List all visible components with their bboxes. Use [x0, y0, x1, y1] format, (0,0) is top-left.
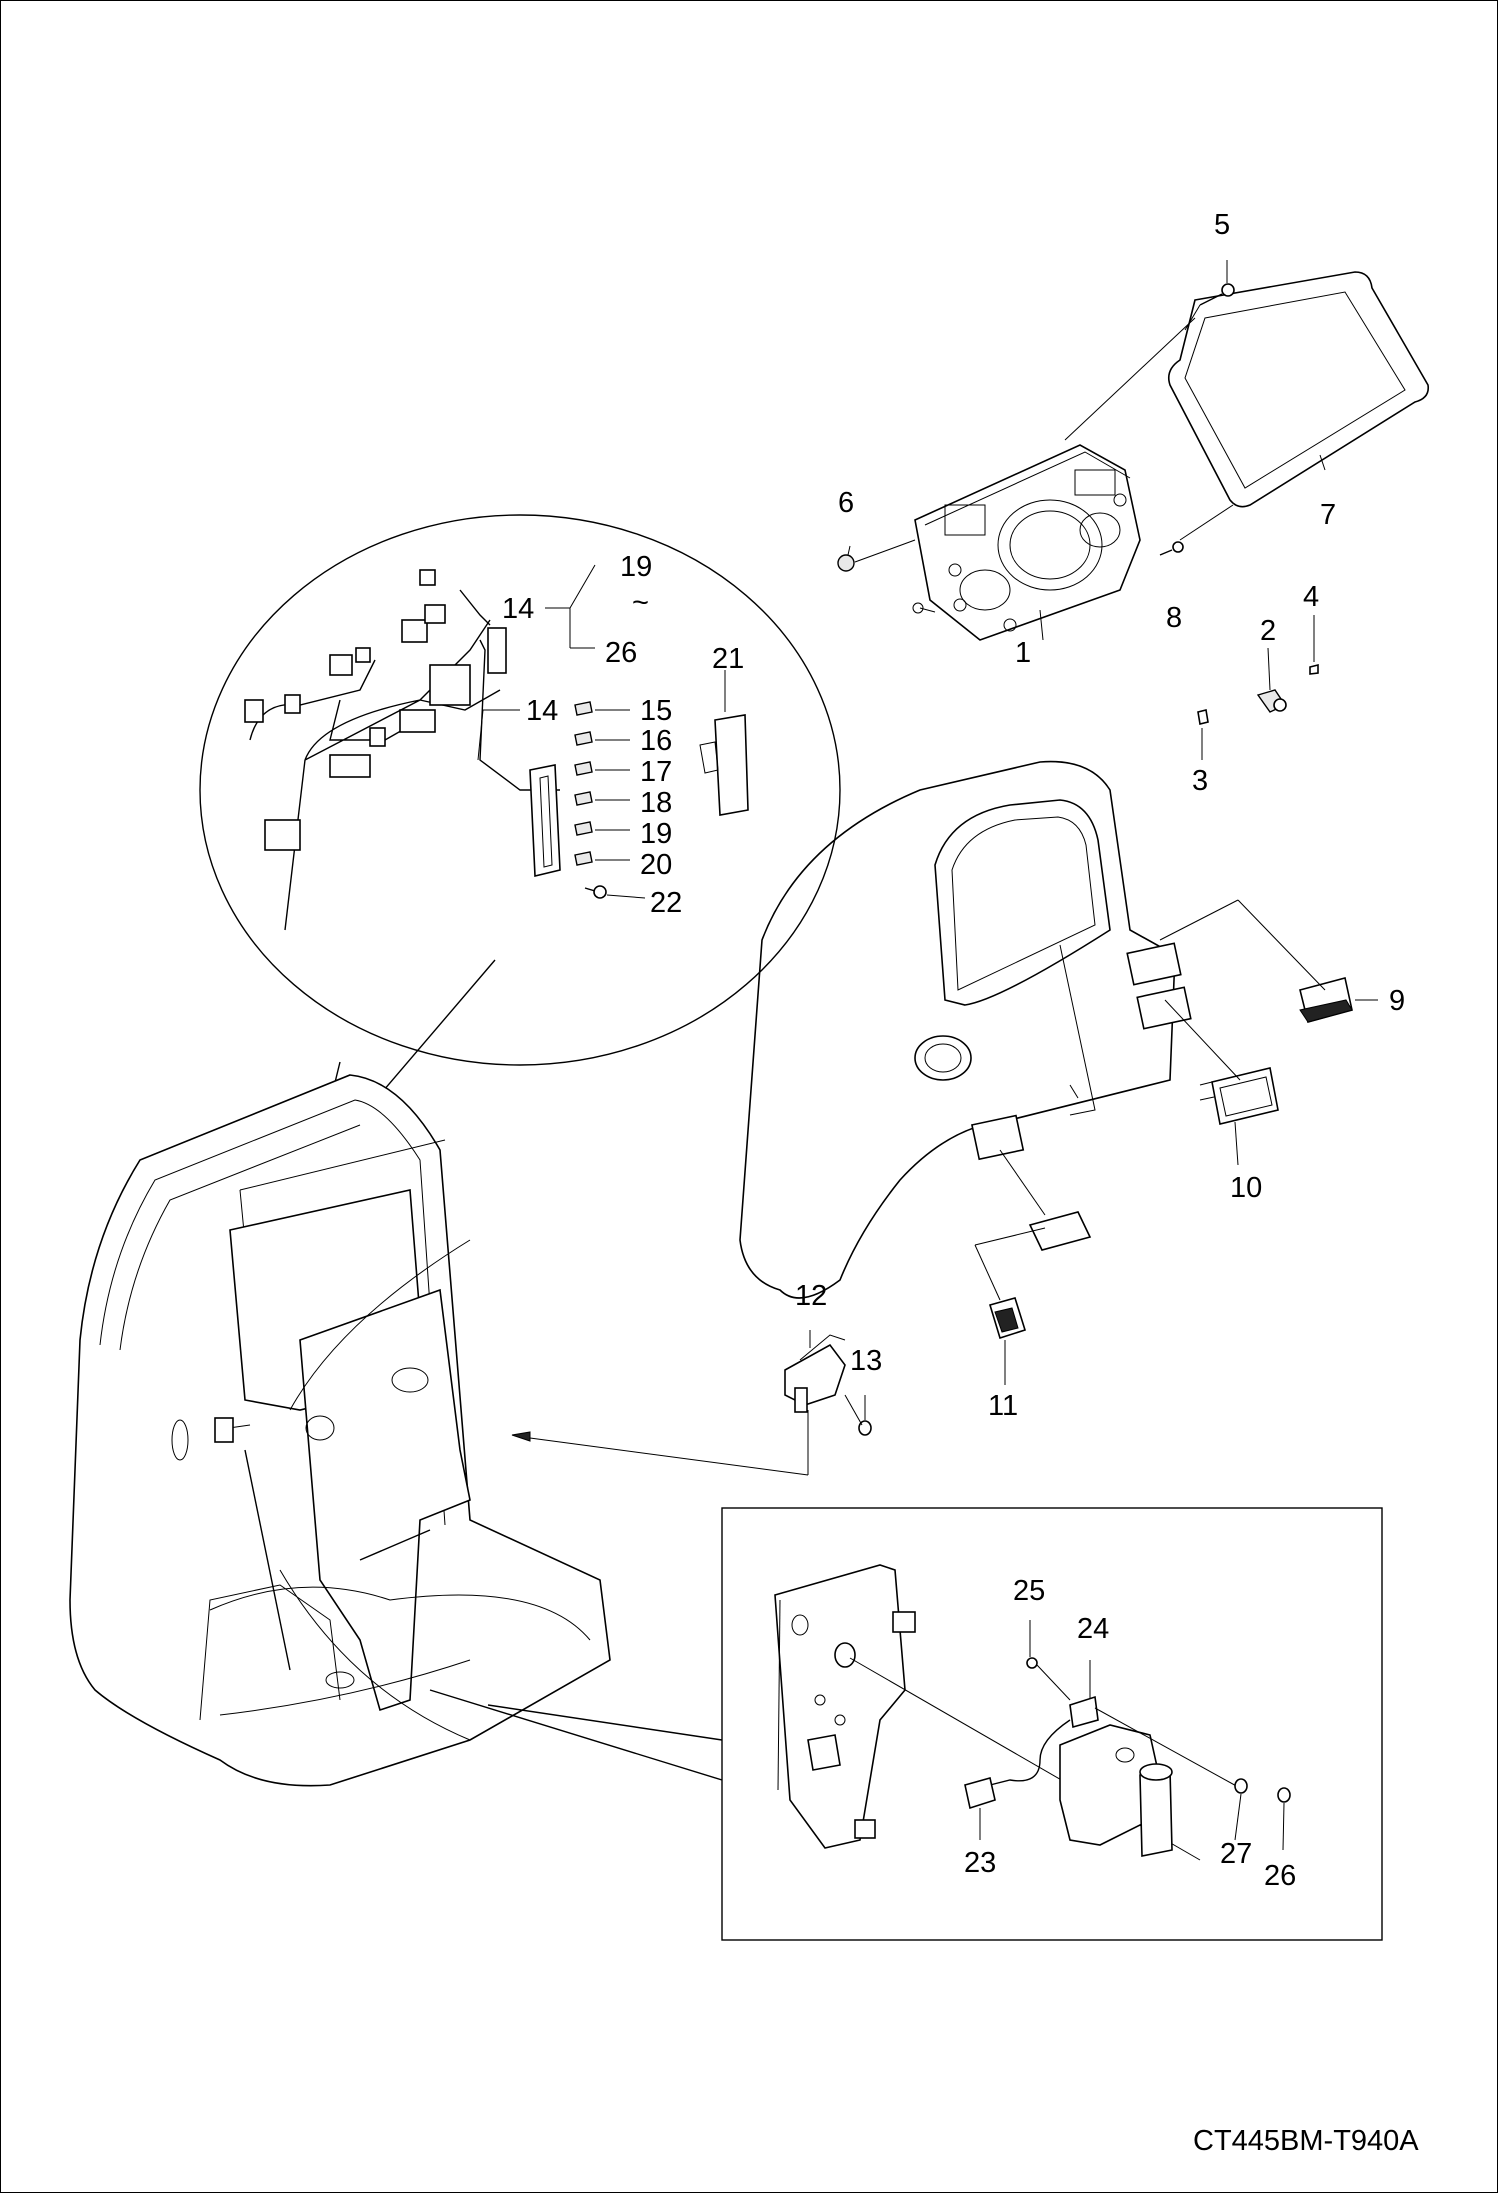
- callout-5: 5: [1214, 209, 1230, 241]
- screw-22: [584, 885, 607, 899]
- seat-switch-12: [784, 1330, 846, 1413]
- lamp-socket-2: [1256, 689, 1287, 713]
- callout-12: 12: [795, 1280, 827, 1312]
- relay-21: [699, 714, 749, 816]
- switch-10: [1199, 1067, 1279, 1125]
- range-tilde: ~: [632, 587, 649, 619]
- callout-11: 11: [988, 1390, 1018, 1422]
- switch-11: [988, 1297, 1027, 1340]
- callout-26-top: 26: [605, 637, 637, 669]
- drawing-code: CT445BM-T940A: [1193, 2125, 1419, 2157]
- callout-6: 6: [838, 487, 854, 519]
- screw-8: [1159, 541, 1184, 556]
- callout-21: 21: [712, 643, 744, 675]
- switch-plate: [1028, 1211, 1092, 1251]
- callout-4: 4: [1303, 581, 1319, 613]
- callout-1: 1: [1015, 637, 1031, 669]
- callout-13: 13: [850, 1345, 882, 1377]
- callout-2: 2: [1260, 615, 1276, 647]
- bulb-3: [1197, 709, 1209, 725]
- instrument-bezel: [1167, 271, 1430, 508]
- bulb-4: [1309, 663, 1319, 675]
- callout-26-detail: 26: [1264, 1860, 1296, 1892]
- callout-16: 16: [640, 725, 672, 757]
- switch-9: [1299, 977, 1353, 1023]
- screw-6: [837, 554, 855, 572]
- callout-24: 24: [1077, 1613, 1109, 1645]
- callout-15: 15: [640, 695, 672, 727]
- callout-labels: 1 2 3 4 5 6 7 8 9 10 11 12 13 14 14 15 1…: [502, 209, 1419, 2157]
- callout-19-list: 19: [640, 818, 672, 850]
- seat-switch-detail: [429, 1507, 1383, 1941]
- callout-19-top: 19: [620, 551, 652, 583]
- callout-14-mid: 14: [526, 695, 558, 727]
- callout-25: 25: [1013, 1575, 1045, 1607]
- leader-lines-upper: [847, 260, 1378, 1385]
- callout-27: 27: [1220, 1838, 1252, 1870]
- washer-13: [844, 1394, 872, 1436]
- callout-20: 20: [640, 849, 672, 881]
- dash-panel-cover: [739, 760, 1192, 1299]
- callout-23: 23: [964, 1847, 996, 1879]
- callout-14-top: 14: [502, 593, 534, 625]
- callout-7: 7: [1320, 499, 1336, 531]
- callout-22: 22: [650, 887, 682, 919]
- callout-3: 3: [1192, 765, 1208, 797]
- cab-frame: [69, 1074, 611, 1787]
- fuses-15-20: [574, 701, 593, 866]
- callout-9: 9: [1389, 985, 1405, 1017]
- screw-5: [1199, 283, 1235, 306]
- fuse-block: [529, 764, 561, 878]
- callout-10: 10: [1230, 1172, 1262, 1204]
- seat-switch-leader: [511, 1410, 809, 1476]
- callout-17: 17: [640, 756, 672, 788]
- callout-8: 8: [1166, 602, 1182, 634]
- callout-18: 18: [640, 787, 672, 819]
- instrument-cluster: [912, 444, 1141, 641]
